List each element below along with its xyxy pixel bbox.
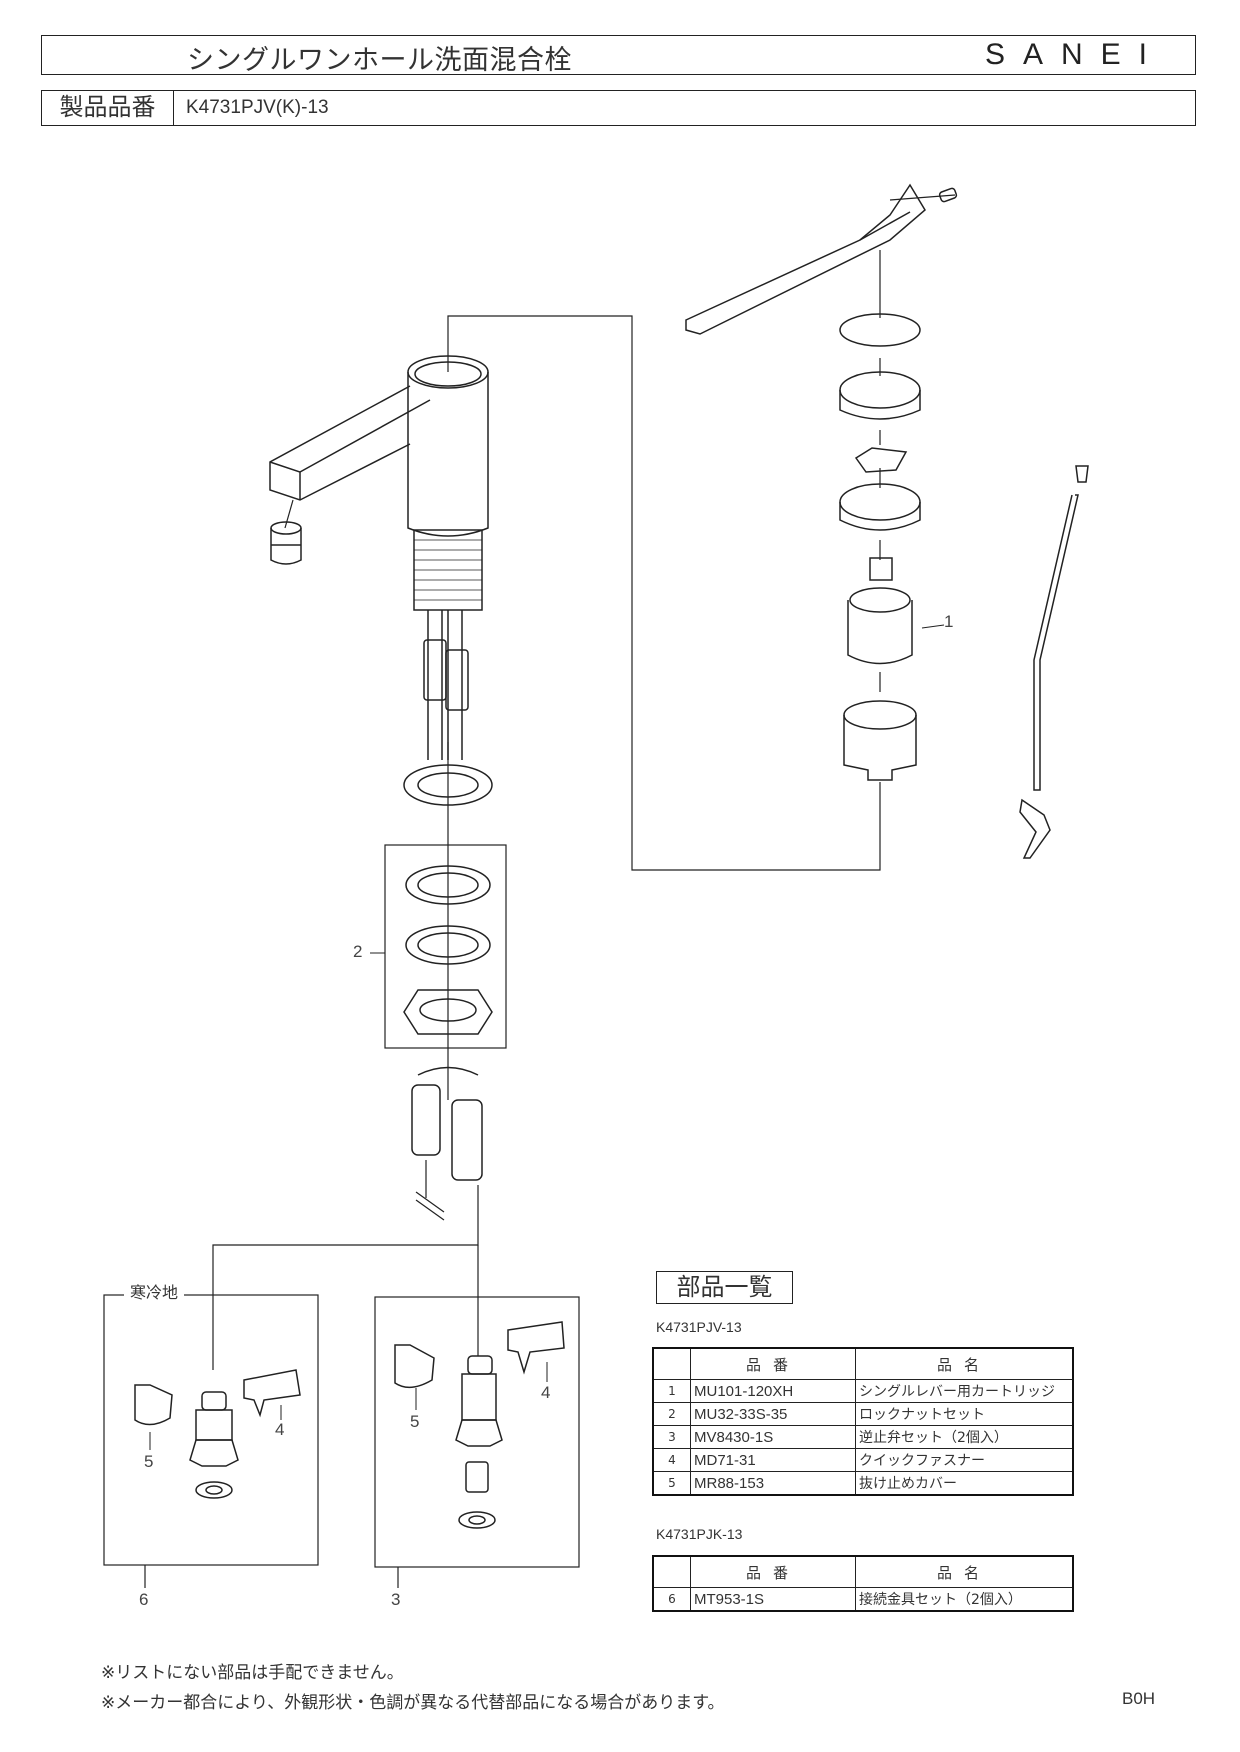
callout-4-standard: 4 [541,1383,551,1402]
part-no: 5 [652,1471,691,1496]
callout-2: 2 [353,942,363,961]
table-row: 5 MR88-153 抜け止めカバー [652,1471,1074,1496]
washer-icon [403,764,493,806]
part-name: ロックナットセット [855,1402,1074,1426]
part-no: 6 [652,1587,691,1612]
parts-group-model-2: K4731PJK-13 [656,1526,743,1542]
table-row: 3 MV8430-1S 逆止弁セット（2個入） [652,1425,1074,1449]
table-row: 4 MD71-31 クイックファスナー [652,1448,1074,1472]
product-title: シングルワンホール洗面混合栓 [187,45,572,76]
part-code: MD71-31 [690,1448,856,1472]
faucet-body-icon [269,355,489,611]
part-name: 抜け止めカバー [855,1471,1074,1496]
title-bar: シングルワンホール洗面混合栓 SANEI [41,35,1196,76]
standard-box [374,1296,580,1568]
part-code: MU101-120XH [690,1379,856,1403]
callout-4-cold: 4 [275,1420,285,1439]
model-number-label: 製品品番 [42,91,174,125]
col-code-header: 品番 [690,1347,856,1380]
part-no: 3 [652,1425,691,1449]
col-no-header [652,1347,691,1380]
locknut-set-box [384,844,507,1049]
col-code-header: 品番 [690,1555,856,1588]
col-name-header: 品名 [855,1555,1074,1588]
table-row: 6 MT953-1S 接続金具セット（2個入） [652,1587,1074,1612]
cold-region-label: 寒冷地 [124,1279,185,1303]
part-code: MR88-153 [690,1471,856,1496]
brand-logo: SANEI [984,38,1165,71]
callout-1: 1 [944,612,954,631]
callout-leaders [149,624,945,1450]
callout-5-standard: 5 [410,1412,420,1431]
col-no-header [652,1555,691,1588]
aerator-icon [270,521,302,565]
parts-group-model-1: K4731PJV-13 [656,1319,742,1335]
leader-lines [212,194,956,1370]
table-header-row: 品番 品名 [652,1555,1074,1588]
locknut-set-icon [403,865,493,1035]
callout-5-cold: 5 [144,1452,154,1471]
part-code: MV8430-1S [690,1425,856,1449]
parts-list-title: 部品一覧 [656,1271,793,1304]
cold-region-box [103,1294,319,1566]
part-name: クイックファスナー [855,1448,1074,1472]
note-substitute-parts: ※メーカー都合により、外観形状・色調が異なる代替部品になる場合があります。 [101,1693,725,1713]
cartridge-assembly-icon [839,313,921,781]
document-code: B0H [1122,1689,1156,1708]
hose-ends-icon [411,1066,483,1181]
part-name: 接続金具セット（2個入） [855,1587,1074,1612]
part-no: 1 [652,1379,691,1403]
table-row: 1 MU101-120XH シングルレバー用カートリッジ [652,1379,1074,1403]
set-screw-icon [938,187,958,203]
part-code: MU32-33S-35 [690,1402,856,1426]
callout-6: 6 [139,1590,149,1609]
part-name: シングルレバー用カートリッジ [855,1379,1074,1403]
part-name: 逆止弁セット（2個入） [855,1425,1074,1449]
popup-rod-icon [1019,465,1089,859]
parts-table-1: 品番 品名 1 MU101-120XH シングルレバー用カートリッジ 2 MU3… [652,1347,1074,1496]
supply-hoses-icon [423,610,469,760]
parts-table-2: 品番 品名 6 MT953-1S 接続金具セット（2個入） [652,1555,1074,1612]
part-no: 2 [652,1402,691,1426]
model-number-value: K4731PJV(K)-13 [186,97,329,118]
part-code: MT953-1S [690,1587,856,1612]
table-row: 2 MU32-33S-35 ロックナットセット [652,1402,1074,1426]
cold-region-fittings-icon [134,1369,301,1499]
lever-handle-icon [685,183,926,335]
part-no: 4 [652,1448,691,1472]
note-unlisted-parts: ※リストにない部品は手配できません。 [101,1663,404,1683]
model-number-row: 製品品番 K4731PJV(K)-13 [41,90,1196,126]
col-name-header: 品名 [855,1347,1074,1380]
callout-3: 3 [391,1590,401,1609]
table-header-row: 品番 品名 [652,1347,1074,1380]
standard-fittings-icon [394,1321,565,1529]
